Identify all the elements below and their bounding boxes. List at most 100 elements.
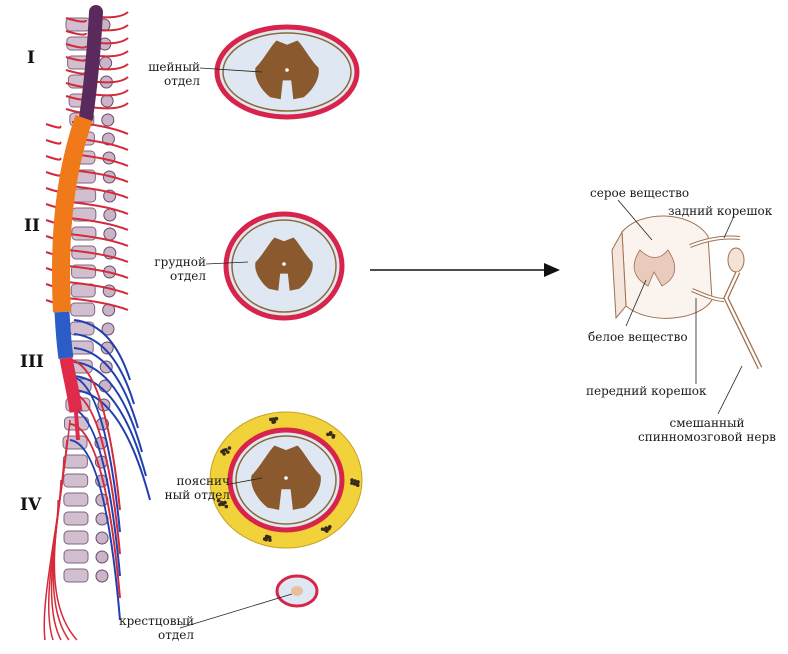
detail-cord-side (611, 230, 627, 320)
section-cervical-central-canal (285, 68, 289, 72)
lumbar-nerve (73, 319, 131, 381)
section-cervical (214, 24, 360, 120)
leader-sacral (179, 593, 293, 629)
section-lumbar-fat-dot (268, 538, 272, 542)
sacral-nerve (69, 375, 121, 533)
label-cervical-line2: отдел (164, 74, 200, 88)
cauda-equina (52, 479, 70, 641)
vertebra-process (101, 113, 115, 127)
detail-gray-matter (633, 249, 676, 287)
thoracic-nerve (67, 265, 129, 279)
leader-thoracic (205, 261, 249, 265)
label-thoracic-line2: отдел (170, 269, 206, 283)
vertebra-process (99, 360, 113, 374)
cervical-nerve-left (65, 69, 87, 75)
leader-dorsal-root (723, 215, 735, 239)
thoracic-nerve-left (45, 139, 62, 145)
section-lumbar-fat-dot (272, 419, 277, 424)
thoracic-nerve (68, 217, 129, 231)
cord-thoracic (52, 115, 93, 313)
thoracic-nerve-left (45, 155, 62, 161)
section-lumbar-fat-dot (328, 525, 332, 529)
filum-terminale (74, 411, 80, 441)
label-ventral-root: передний корешок (586, 384, 707, 398)
label-white-matter: белое вещество (588, 330, 688, 344)
spinal-column (43, 5, 151, 641)
label-thoracic-line1: грудной (154, 255, 206, 269)
section-lumbar-fat-dot (222, 452, 226, 456)
section-lumbar-fat-dot (355, 483, 360, 488)
vertebra-process (100, 341, 114, 355)
thoracic-nerve (66, 297, 129, 311)
detail-mixed-nerve-inner (724, 271, 762, 369)
section-cervical-pia (222, 32, 352, 112)
section-lumbar-fat-dot (328, 432, 333, 436)
section-thoracic (223, 211, 345, 321)
label-gray-matter: серое вещество (590, 186, 690, 200)
section-lumbar-fat-dot (271, 417, 276, 421)
thoracic-nerve (68, 233, 129, 247)
section-lumbar-fat-dot (274, 416, 279, 421)
section-lumbar-fat-dot (227, 446, 232, 450)
cord-sacral (59, 356, 83, 413)
label-lumbar-line2: ный отдел (164, 488, 230, 502)
vertebra-process (95, 531, 109, 545)
section-lumbar-fat-dot (350, 481, 354, 485)
vertebra (70, 302, 96, 317)
cervical-nerve-left (65, 17, 87, 23)
vertebra-process (103, 208, 117, 222)
section-lumbar (209, 411, 363, 549)
thoracic-nerve (67, 249, 129, 263)
section-lumbar-fat-dot (320, 527, 325, 531)
section-lumbar-fat-dot (264, 534, 269, 539)
region-numeral-cervical: I (27, 48, 35, 68)
thoracic-nerve-left (45, 123, 62, 129)
thoracic-nerve (69, 185, 129, 199)
cervical-nerve (89, 102, 129, 110)
section-sacral-gray-matter (291, 586, 303, 596)
lumbar-nerve (73, 361, 143, 453)
spinal-segment-detail (611, 199, 763, 415)
section-lumbar-fat-dot (216, 498, 221, 503)
vertebra (71, 226, 97, 241)
label-sacral-line1: крестцовый (119, 614, 194, 628)
section-lumbar-fat-dot (353, 479, 357, 483)
vertebra-process (102, 151, 116, 165)
label-sacral: крестцовый отдел (104, 614, 194, 642)
thoracic-nerve (66, 281, 129, 295)
section-thoracic-pia (231, 219, 337, 313)
lumbar-nerve (73, 375, 147, 477)
lumbar-nerve (73, 333, 135, 405)
cauda-equina (50, 459, 65, 641)
detail-spinal-ganglion (727, 247, 745, 273)
thoracic-nerve-left (45, 171, 62, 177)
region-numeral-sacral: IV (20, 495, 42, 515)
section-thoracic-central-canal (282, 262, 286, 266)
section-lumbar-fat-dot (350, 478, 354, 482)
cervical-nerve-left (65, 30, 87, 36)
section-lumbar-fat-dot (221, 448, 226, 453)
vertebra (63, 473, 89, 488)
label-sacral-line2: отдел (158, 628, 194, 642)
sacral-nerve (69, 359, 121, 511)
region-numeral-thoracic: II (24, 216, 40, 236)
label-thoracic: грудной отдел (140, 255, 206, 283)
thoracic-nerve (69, 201, 129, 215)
vertebra-process (101, 322, 115, 336)
section-lumbar-fat-dot (331, 435, 336, 439)
cord-lumbar (54, 311, 74, 360)
vertebra (63, 549, 89, 564)
label-mixed-nerve: смешанный спинномозговой нерв (632, 416, 782, 444)
arrow-to-detail (370, 263, 560, 277)
cauda-equina (53, 499, 78, 641)
label-cervical: шейный отдел (140, 60, 200, 88)
section-lumbar-fat-dot (226, 450, 230, 454)
vertebra (63, 492, 89, 507)
lumbar-nerve (73, 389, 151, 501)
section-lumbar-fat-dot (324, 526, 328, 530)
section-lumbar-fat-dot (262, 537, 267, 541)
vertebra (63, 568, 89, 583)
vertebra-process (95, 569, 109, 583)
